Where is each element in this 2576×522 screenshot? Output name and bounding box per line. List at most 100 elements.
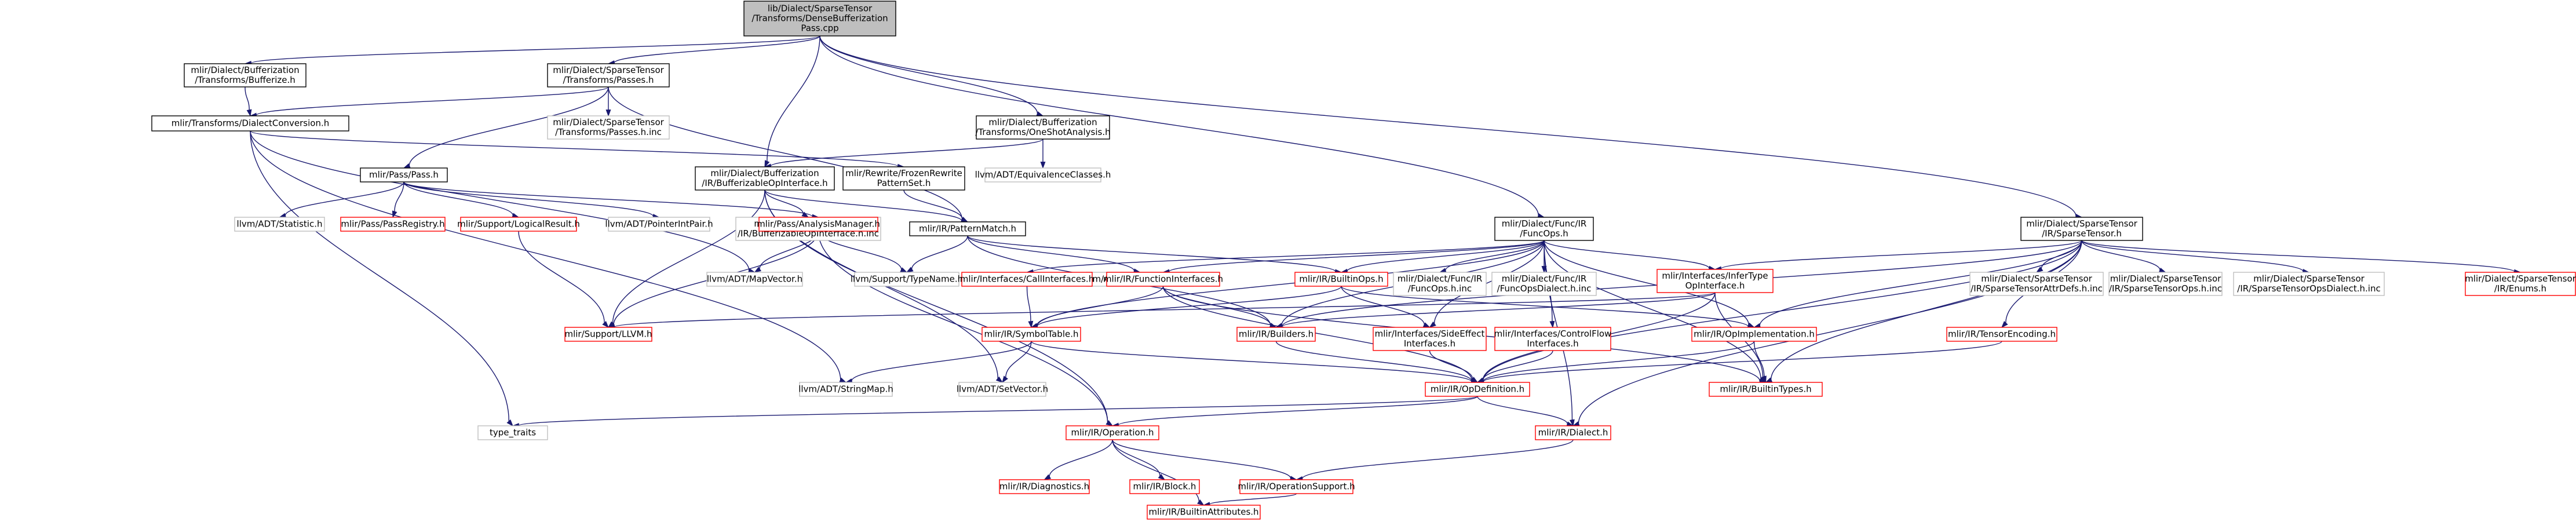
node-mlir-interfaces-callinterfaces-h[interactable]: mlir/Interfaces/CallInterfaces.h	[960, 272, 1094, 287]
node-mlir-ir-builtinattributes-h[interactable]: mlir/IR/BuiltinAttributes.h	[1147, 505, 1261, 520]
node-box	[984, 167, 1101, 182]
node-label-line: mlir/IR/TensorEncoding.h	[1948, 329, 2056, 340]
node-label-line: /Transforms/DenseBufferization	[751, 13, 888, 24]
node-label-line: mlir/Dialect/Func/IR	[1398, 273, 1483, 284]
node-box	[1656, 269, 1774, 293]
node-mlir-pass-passregistry-h[interactable]: mlir/Pass/PassRegistry.h	[340, 217, 446, 232]
node-label-line: /Transforms/Bufferize.h	[195, 75, 295, 85]
node-box	[1294, 272, 1388, 287]
node-mlir-ir-builtintypes-h[interactable]: mlir/IR/BuiltinTypes.h	[1709, 382, 1823, 397]
node-mlir-dialect-sparsetensor-ir-enums-h[interactable]: mlir/Dialect/SparseTensor/IR/Enums.h	[2465, 272, 2576, 296]
node-llvm-adt-stringmap-h: llvm/ADT/StringMap.h	[798, 382, 893, 397]
node-mlir-dialect-bufferization-transforms-oneshotanalysis-h[interactable]: mlir/Dialect/Bufferization/Transforms/On…	[975, 115, 1111, 140]
dependency-edge-pattern-to-builtinops	[967, 235, 1342, 275]
node-label-line: mlir/IR/Dialect.h	[1538, 428, 1608, 438]
dependency-edge-operation-to-diagnostics	[1043, 439, 1113, 480]
dependency-edge-logical-to-supllvm	[518, 231, 609, 328]
node-label-line: mlir/Dialect/SparseTensor	[553, 117, 664, 127]
node-label-line: /Transforms/Passes.h	[563, 75, 654, 85]
dependency-edge-operation-to-opsupport	[1112, 439, 1297, 481]
node-box	[758, 217, 878, 232]
node-box	[1129, 479, 1200, 494]
node-label-line: mlir/IR/BuiltinAttributes.h	[1148, 507, 1258, 517]
node-box	[1535, 425, 1611, 440]
node-box	[961, 272, 1093, 287]
node-llvm-adt-setvector-h: llvm/ADT/SetVector.h	[957, 382, 1048, 397]
node-mlir-ir-patternmatch-h[interactable]: mlir/IR/PatternMatch.h	[909, 221, 1026, 236]
node-box	[1494, 217, 1594, 241]
dependency-edge-bufop_if-to-bufop_if_inc	[764, 189, 809, 218]
node-label-line: mlir/Dialect/Bufferization	[191, 65, 299, 75]
node-mlir-pass-analysismanager-h[interactable]: mlir/Pass/AnalysisManager.h	[757, 217, 880, 232]
dependency-edge-root-to-buf_bufferize	[244, 35, 820, 66]
node-llvm-adt-equivalenceclasses-h: llvm/ADT/EquivalenceClasses.h	[975, 167, 1111, 182]
node-box	[981, 327, 1081, 342]
node-label-line: llvm/ADT/PointerIntPair.h	[605, 219, 713, 229]
node-label-line: mlir/Interfaces/SideEffect	[1375, 328, 1485, 339]
node-label-line: mlir/Interfaces/CallInterfaces.h	[960, 274, 1094, 284]
node-label-line: mlir/IR/BuiltinTypes.h	[1720, 384, 1811, 395]
dependency-edge-symtab-to-setvector	[1002, 341, 1032, 384]
node-box	[477, 425, 548, 440]
node-mlir-support-llvm-h[interactable]: mlir/Support/LLVM.h	[564, 327, 652, 342]
node-mlir-dialect-sparsetensor-ir-sparsetensoropsdialect-h-inc: mlir/Dialect/SparseTensor/IR/SparseTenso…	[2233, 272, 2385, 296]
dependency-edge-symtab-to-stringmap	[845, 341, 1032, 384]
node-label-line: /IR/SparseTensor.h	[2042, 228, 2122, 239]
node-mlir-ir-tensorencoding-h[interactable]: mlir/IR/TensorEncoding.h	[1946, 327, 2057, 342]
node-box	[854, 272, 959, 287]
dependency-edge-sparsetensor-to-opdef	[1476, 240, 2082, 384]
node-mlir-ir-operation-h[interactable]: mlir/IR/Operation.h	[1066, 425, 1159, 440]
node-label-line: /Transforms/OneShotAnalysis.h	[975, 127, 1110, 137]
node-mlir-dialect-func-ir-funcops-h[interactable]: mlir/Dialect/Func/IR/FuncOps.h	[1494, 217, 1594, 241]
node-box	[340, 217, 446, 232]
node-box	[1709, 382, 1823, 397]
node-mlir-dialect-sparsetensor-transforms-passes-h-inc: mlir/Dialect/SparseTensor/Transforms/Pas…	[547, 115, 670, 140]
node-label-line: mlir/Dialect/Func/IR	[1502, 218, 1587, 229]
node-mlir-ir-block-h[interactable]: mlir/IR/Block.h	[1129, 479, 1200, 494]
node-mlir-ir-opdefinition-h[interactable]: mlir/IR/OpDefinition.h	[1425, 382, 1530, 397]
node-label-line: mlir/Dialect/SparseTensor	[1981, 273, 2092, 284]
node-mlir-dialect-sparsetensor-ir-sparsetensor-h[interactable]: mlir/Dialect/SparseTensor/IR/SparseTenso…	[2020, 217, 2143, 241]
node-mlir-dialect-bufferization-transforms-bufferize-h[interactable]: mlir/Dialect/Bufferization/Transforms/Bu…	[184, 63, 307, 87]
node-box	[2108, 272, 2223, 296]
node-label-line: mlir/IR/Diagnostics.h	[999, 481, 1089, 492]
node-label-line: mlir/Transforms/DialectConversion.h	[172, 118, 329, 129]
node-mlir-dialect-bufferization-ir-bufferizableopinterface-h[interactable]: mlir/Dialect/Bufferization/IR/Bufferizab…	[695, 166, 835, 191]
dependency-edge-pass_h-to-statistic	[279, 181, 404, 218]
dependency-edge-opdef-to-type_traits	[512, 396, 1478, 429]
node-box	[1491, 272, 1597, 296]
node-label-line: mlir/Dialect/SparseTensor	[553, 65, 664, 75]
node-mlir-transforms-dialectconversion-h[interactable]: mlir/Transforms/DialectConversion.h	[151, 115, 349, 132]
node-mlir-ir-dialect-h[interactable]: mlir/IR/Dialect.h	[1535, 425, 1611, 440]
node-mlir-support-logicalresult-h[interactable]: mlir/Support/LogicalResult.h	[457, 217, 580, 232]
node-label-line: mlir/Interfaces/ControlFlow	[1494, 328, 1612, 339]
node-mlir-dialect-sparsetensor-transforms-passes-h[interactable]: mlir/Dialect/SparseTensor/Transforms/Pas…	[547, 63, 670, 87]
dependency-edge-oneshot-to-equiv	[1040, 138, 1046, 169]
node-mlir-ir-functioninterfaces-h[interactable]: mlir/IR/FunctionInterfaces.h	[1103, 272, 1223, 287]
dependency-edge-callif-to-symtab	[1026, 286, 1034, 328]
node-box	[1393, 272, 1487, 296]
node-mlir-ir-opimplementation-h[interactable]: mlir/IR/OpImplementation.h	[1691, 327, 1817, 342]
node-label-line: mlir/Support/LLVM.h	[564, 329, 652, 340]
node-label-line: Pass.cpp	[801, 23, 838, 34]
node-mlir-ir-builders-h[interactable]: mlir/IR/Builders.h	[1236, 327, 1316, 342]
node-mlir-ir-diagnostics-h[interactable]: mlir/IR/Diagnostics.h	[999, 479, 1090, 494]
node-box	[1106, 272, 1220, 287]
node-mlir-ir-operationsupport-h[interactable]: mlir/IR/OperationSupport.h	[1238, 479, 1355, 494]
node-label-line: /IR/Enums.h	[2494, 283, 2546, 294]
node-mlir-pass-pass-h[interactable]: mlir/Pass/Pass.h	[360, 167, 448, 182]
node-label-line: mlir/Dialect/SparseTensor	[2465, 273, 2576, 284]
node-box	[1946, 327, 2057, 342]
node-mlir-ir-builtinops-h[interactable]: mlir/IR/BuiltinOps.h	[1294, 272, 1388, 287]
edges-layer	[244, 35, 2522, 508]
dependency-edge-frozen-to-pattern	[903, 189, 969, 222]
dependency-edge-func_ops-to-builtintypes	[1544, 240, 1767, 383]
node-box	[547, 63, 670, 87]
node-box	[799, 382, 893, 397]
node-mlir-ir-symboltable-h[interactable]: mlir/IR/SymbolTable.h	[981, 327, 1081, 342]
node-llvm-adt-mapvector-h: llvm/ADT/MapVector.h	[706, 272, 803, 287]
